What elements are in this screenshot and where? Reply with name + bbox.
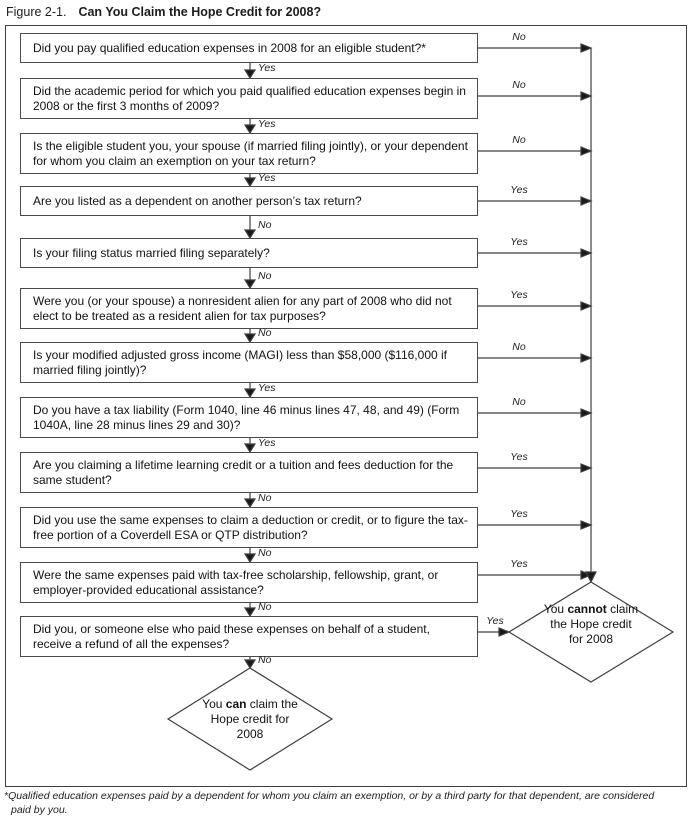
down-label-12: No: [258, 654, 272, 666]
question-box-2: Did the academic period for which you pa…: [20, 78, 478, 119]
outcome-cannot-keyword: cannot: [567, 602, 607, 616]
question-box-3: Is the eligible student you, your spouse…: [20, 133, 478, 174]
question-box-11: Were the same expenses paid with tax-fre…: [20, 562, 478, 603]
down-label-6: No: [258, 327, 272, 339]
down-arrowhead-9: [243, 498, 257, 509]
down-label-8: Yes: [258, 437, 276, 449]
cannot-diamond: [507, 581, 675, 683]
can-diamond: [166, 667, 334, 771]
question-box-4: Are you listed as a dependent on another…: [20, 186, 478, 216]
right-arrowhead-2: [580, 91, 593, 101]
down-arrowhead-3: [243, 177, 257, 188]
right-label-11: Yes: [510, 558, 528, 570]
down-label-7: Yes: [258, 382, 276, 394]
down-label-10: No: [258, 547, 272, 559]
down-arrowhead-8: [243, 443, 257, 454]
outcome-can-post: claim the Hope credit for 2008: [210, 697, 298, 741]
right-arrowhead-12: [498, 627, 511, 637]
right-label-5: Yes: [510, 236, 528, 248]
right-arrowhead-4: [580, 196, 593, 206]
down-arrowhead-5: [243, 279, 257, 290]
question-box-7: Is your modified adjusted gross income (…: [20, 342, 478, 383]
right-arrowhead-6: [580, 301, 593, 311]
right-arrowhead-8: [580, 408, 593, 418]
right-label-9: Yes: [510, 451, 528, 463]
right-arrowhead-5: [580, 248, 593, 258]
right-arrowhead-3: [580, 146, 593, 156]
question-box-9: Are you claiming a lifetime learning cre…: [20, 452, 478, 493]
right-label-10: Yes: [510, 508, 528, 520]
right-label-7: No: [512, 341, 526, 353]
down-label-9: No: [258, 492, 272, 504]
down-arrowhead-4: [243, 229, 257, 240]
right-label-1: No: [512, 31, 526, 43]
outcome-cannot-post: claim the Hope credit for 2008: [550, 602, 639, 646]
collector-arrowhead: [585, 571, 597, 584]
figure-title: Figure 2-1. Can You Claim the Hope Credit…: [6, 5, 321, 19]
right-label-2: No: [512, 79, 526, 91]
down-arrowhead-10: [243, 553, 257, 564]
question-box-1: Did you pay qualified education expenses…: [20, 33, 478, 63]
figure-title-text: Can You Claim the Hope Credit for 2008?: [78, 5, 322, 19]
down-label-3: Yes: [258, 172, 276, 184]
question-box-12: Did you, or someone else who paid these …: [20, 616, 478, 657]
outcome-can-keyword: can: [225, 697, 247, 711]
outcome-cannot-text: You cannot claim the Hope credit for 200…: [542, 602, 640, 647]
down-label-2: Yes: [258, 118, 276, 130]
right-label-4: Yes: [510, 184, 528, 196]
right-label-8: No: [512, 396, 526, 408]
down-label-4: No: [258, 219, 272, 231]
outcome-cannot-pre: You: [543, 602, 568, 616]
question-box-10: Did you use the same expenses to claim a…: [20, 507, 478, 548]
down-label-1: Yes: [258, 62, 276, 74]
footnote-line-2: paid by you.: [11, 804, 68, 816]
down-arrowhead-2: [243, 124, 257, 135]
down-arrowhead-12: [243, 659, 257, 670]
down-arrowhead-11: [243, 607, 257, 618]
question-box-8: Do you have a tax liability (Form 1040, …: [20, 397, 478, 438]
question-box-5: Is your filing status married filing sep…: [20, 238, 478, 268]
outcome-can-pre: You: [202, 697, 226, 711]
right-label-6: Yes: [510, 289, 528, 301]
down-arrowhead-1: [243, 69, 257, 80]
down-label-11: No: [258, 601, 272, 613]
right-arrowhead-7: [580, 353, 593, 363]
outcome-can-text: You can claim the Hope credit for 2008: [202, 697, 298, 742]
down-arrowhead-7: [243, 388, 257, 399]
right-label-12: Yes: [486, 615, 504, 627]
right-arrowhead-9: [580, 463, 593, 473]
down-label-5: No: [258, 270, 272, 282]
down-arrowhead-6: [243, 333, 257, 344]
figure-number: Figure 2-1.: [6, 5, 67, 19]
right-arrowhead-10: [580, 520, 593, 530]
right-label-3: No: [512, 134, 526, 146]
right-arrowhead-1: [580, 43, 593, 53]
footnote-line-1: *Qualified education expenses paid by a …: [4, 790, 655, 802]
question-box-6: Were you (or your spouse) a nonresident …: [20, 288, 478, 329]
